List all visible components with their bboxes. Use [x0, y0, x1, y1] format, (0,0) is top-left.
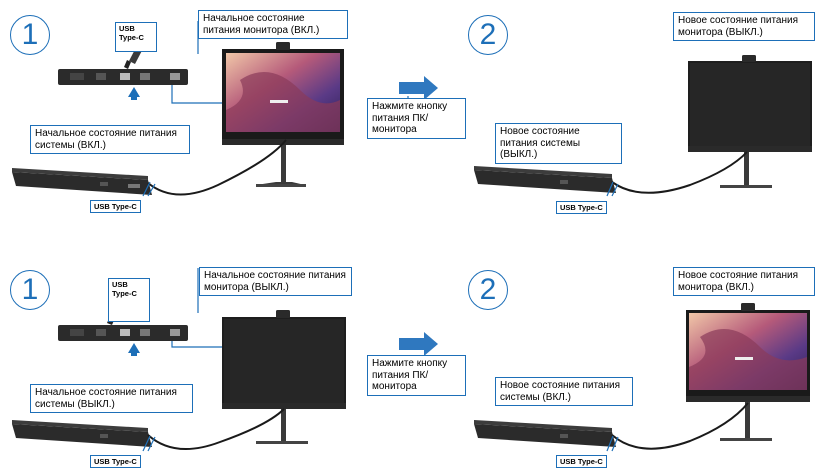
usb-c-dock-label: USB Type-C	[90, 455, 141, 468]
usb-c-dock-label: USB Type-C	[90, 200, 141, 213]
monitor-new-state-label: Новое состояние питания монитора (ВКЛ.)	[673, 267, 815, 296]
monitor-screen	[224, 319, 344, 403]
usb-c-dock-label: USB Type-C	[556, 201, 607, 214]
monitor-initial-state-label: Начальное состояние питания монитора (ВК…	[198, 10, 348, 39]
up-arrow-icon	[128, 87, 140, 100]
usb-c-top-label: USB Type-C	[108, 278, 150, 322]
usb-c-top-label: USB Type-C	[115, 22, 157, 52]
system-initial-state-label: Начальное состояние питания системы (ВЫК…	[30, 384, 193, 413]
webcam-icon	[742, 55, 756, 62]
step-number-before: 1	[10, 270, 50, 310]
system-new-state-label: Новое состояние питания системы (ВЫКЛ.)	[495, 123, 622, 164]
scenario-2: 1 2 USB Type-C Начальное состояние питан…	[0, 237, 819, 473]
scenario-2-artwork	[12, 268, 810, 452]
webcam-icon	[741, 303, 755, 311]
monitor-new-state-label: Новое состояние питания монитора (ВЫКЛ.)	[673, 12, 815, 41]
dock-before	[12, 424, 152, 447]
callout-connector	[171, 84, 222, 104]
scenario-1: 1 2 USB Type-C Начальное состояние питан…	[0, 0, 819, 236]
webcam-icon	[276, 42, 290, 50]
right-arrow-icon	[399, 76, 438, 100]
instruction-label: Нажмите кнопку питания ПК/ монитора	[367, 355, 466, 396]
monitor-cable	[611, 151, 748, 194]
up-arrow-icon	[128, 343, 140, 356]
step-number-after: 2	[468, 270, 508, 310]
webcam-icon	[276, 310, 290, 318]
instruction-label: Нажмите кнопку питания ПК/ монитора	[367, 98, 466, 139]
dock-after	[474, 170, 616, 193]
monitor-initial-state-label: Начальное состояние питания монитора (ВЫ…	[199, 267, 352, 296]
right-arrow-icon	[399, 332, 438, 356]
step-number-after: 2	[468, 15, 508, 55]
dock-after	[474, 424, 616, 447]
monitor-cable	[147, 408, 285, 451]
monitor-screen	[690, 63, 810, 146]
usb-c-dock-label: USB Type-C	[556, 455, 607, 468]
monitor-cable	[147, 139, 287, 196]
system-new-state-label: Новое состояние питания системы (ВКЛ.)	[495, 377, 633, 406]
scenario-1-artwork	[12, 21, 812, 197]
system-initial-state-label: Начальное состояние питания системы (ВКЛ…	[30, 125, 190, 154]
dock-before	[12, 172, 152, 195]
step-number-before: 1	[10, 15, 50, 55]
monitor-cable	[611, 402, 749, 450]
